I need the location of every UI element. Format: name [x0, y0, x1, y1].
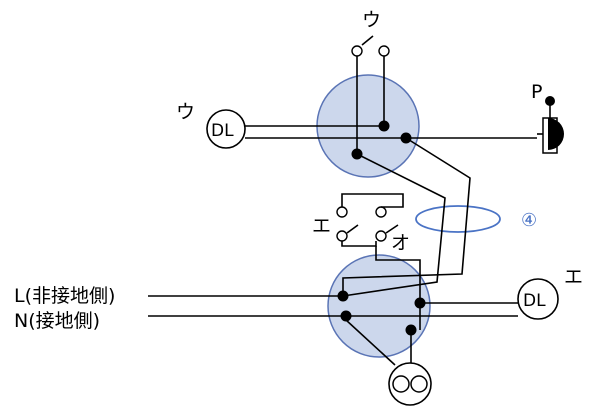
top-switch-symbol [351, 35, 390, 57]
switch-e-label: エ [312, 215, 331, 237]
top-switch-label: ウ [362, 9, 381, 31]
left-dl-tag: ウ [176, 101, 195, 123]
right-downlight-label: DL [523, 291, 546, 311]
wiring [148, 56, 537, 366]
left-downlight-symbol [206, 109, 246, 149]
loop-marker-label: ④ [521, 210, 537, 231]
line-n-label: N(接地側) [14, 310, 100, 332]
right-dl-tag: エ [564, 266, 583, 288]
line-l-label: L(非接地側) [14, 285, 115, 307]
outlet-symbol [388, 362, 432, 406]
switch-o-label: オ [391, 232, 410, 254]
pilot-lamp-symbol [537, 96, 564, 154]
right-downlight-symbol [517, 278, 559, 320]
switch-e-o-symbols [336, 206, 399, 242]
loop-marker [415, 205, 501, 233]
left-downlight-label: DL [211, 121, 234, 141]
lower-junction-box [327, 254, 431, 358]
connection-dots [337, 120, 426, 336]
pilot-lamp-label: P [531, 81, 542, 103]
